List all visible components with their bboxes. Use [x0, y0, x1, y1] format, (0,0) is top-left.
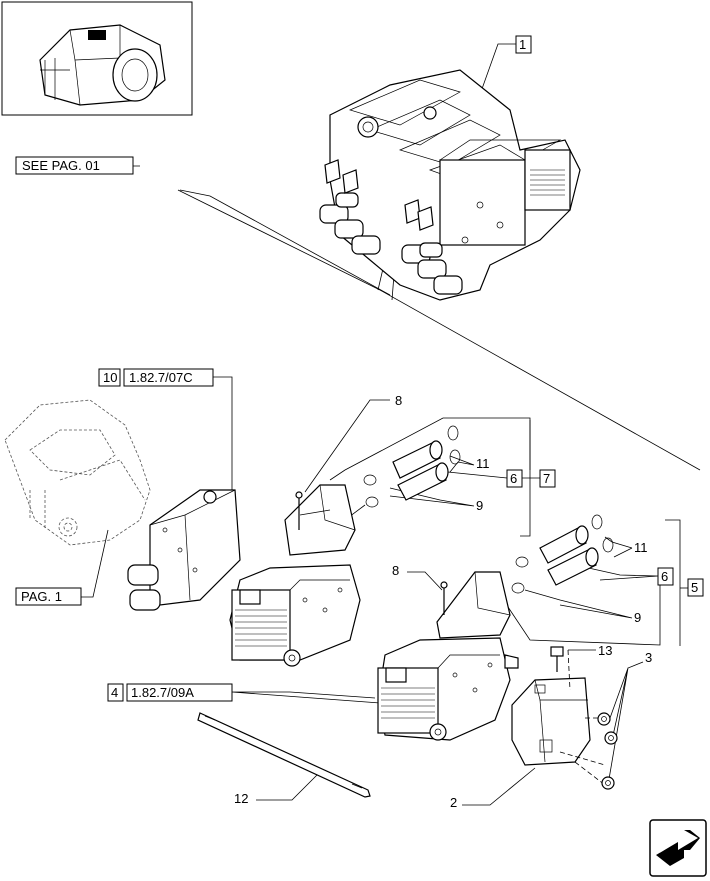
solenoid-bracket-upper — [284, 484, 356, 556]
valve-section-4a — [229, 564, 361, 667]
callout-11a: 11 — [476, 456, 490, 471]
svg-text:6: 6 — [661, 569, 668, 584]
svg-text:1: 1 — [519, 37, 526, 52]
section-hatch-b — [381, 687, 435, 719]
callout-12: 12 — [234, 791, 248, 806]
location-thumbnail — [1, 1, 193, 116]
callout-8b: 8 — [392, 563, 399, 578]
pag1-ref[interactable]: PAG. 1 — [15, 587, 82, 606]
nuts-3 — [597, 712, 618, 790]
fittings-left — [319, 192, 381, 255]
housing-ghost — [4, 399, 151, 546]
tractor-location-icon — [39, 24, 166, 106]
callout-11b: 11 — [634, 540, 648, 555]
valve-hatch — [530, 169, 565, 196]
callout-9b: 9 — [634, 610, 641, 625]
svg-text:5: 5 — [691, 580, 698, 595]
callout-2: 2 — [450, 795, 457, 810]
ref10-code: 1.82.7/07C — [129, 370, 193, 385]
main-valve-assembly — [319, 69, 581, 301]
fittings-right — [401, 242, 463, 295]
end-cover — [511, 649, 606, 786]
callout-1: 1 — [515, 35, 532, 54]
ref4-code: 1.82.7/09A — [131, 685, 194, 700]
tie-rod-12 — [197, 712, 371, 798]
arrow-next-icon — [656, 830, 700, 866]
callout-8a: 8 — [395, 393, 402, 408]
see-pag-ref[interactable]: SEE PAG. 01 — [15, 156, 134, 175]
control-valve-left — [127, 489, 241, 611]
callout-6a: 6 — [506, 469, 523, 488]
svg-text:6: 6 — [510, 471, 517, 486]
callout-5: 5 — [687, 578, 704, 597]
svg-text:7: 7 — [543, 471, 550, 486]
ref4-box[interactable]: 4 1.82.7/09A — [107, 683, 233, 702]
valve-section-4b — [377, 637, 519, 741]
ref10-number: 10 — [103, 370, 117, 385]
solenoid-bracket-lower — [436, 571, 511, 639]
callout-9a: 9 — [476, 498, 483, 513]
callout-3: 3 — [645, 650, 652, 665]
callout-6b: 6 — [657, 567, 674, 586]
callout-7: 7 — [539, 469, 556, 488]
solenoid-cartridges-upper — [363, 425, 461, 508]
callout-13: 13 — [598, 643, 612, 658]
solenoid-cartridges-lower — [511, 514, 614, 594]
next-page-button[interactable] — [649, 819, 707, 877]
pag1-label: PAG. 1 — [21, 589, 62, 604]
see-pag-label: SEE PAG. 01 — [22, 158, 100, 173]
screw-13 — [550, 646, 564, 672]
ref4-number: 4 — [111, 685, 118, 700]
section-hatch-a — [235, 609, 287, 647]
ref10-box[interactable]: 10 1.82.7/07C — [98, 368, 214, 387]
